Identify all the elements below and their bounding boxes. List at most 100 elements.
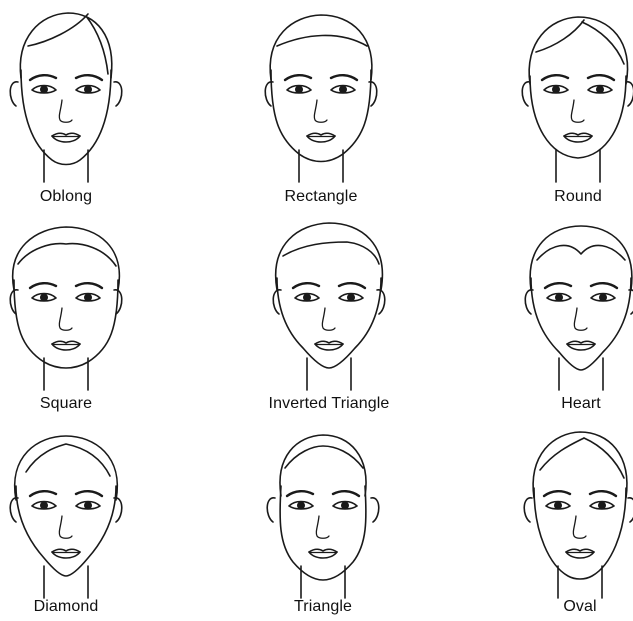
oblong-left-eye-pupil — [41, 86, 47, 92]
face-cell-diamond: Diamond — [0, 416, 166, 621]
rectangle-left-eye-pupil — [296, 86, 302, 92]
round-nose — [571, 100, 584, 122]
inverted-triangle-hairline — [276, 223, 383, 290]
oval-face-drawing — [524, 432, 633, 598]
face-cell-heart: Heart — [481, 208, 633, 413]
square-right-eyebrow — [76, 283, 102, 288]
diamond-left-eye-pupil — [41, 502, 47, 508]
square-left-eyebrow — [30, 283, 56, 288]
oval-nose — [573, 516, 586, 538]
heart-right-eyebrow — [591, 283, 617, 288]
round-upper-lip — [564, 133, 592, 136]
oval-right-eye-pupil — [599, 502, 605, 508]
rectangle-nose — [314, 100, 327, 122]
diamond-right-eyebrow — [76, 491, 102, 496]
face-label-round: Round — [478, 188, 633, 206]
oblong-nose — [59, 100, 72, 122]
rectangle-right-eye-pupil — [340, 86, 346, 92]
square-face-illustration — [0, 208, 166, 393]
square-upper-lip — [52, 341, 80, 344]
face-label-diamond: Diamond — [0, 598, 166, 616]
triangle-right-eye-pupil — [342, 502, 348, 508]
diamond-left-eyebrow — [30, 491, 56, 496]
square-nose — [59, 308, 72, 330]
square-face-drawing — [10, 227, 122, 390]
round-right-ear — [626, 82, 633, 106]
face-cell-rectangle: Rectangle — [221, 0, 421, 205]
inverted-triangle-right-eye-pupil — [348, 294, 354, 300]
oblong-right-eyebrow — [76, 75, 102, 80]
triangle-left-ear — [267, 498, 275, 522]
heart-right-eye-pupil — [600, 294, 606, 300]
diamond-nose — [59, 516, 72, 538]
triangle-upper-lip — [309, 549, 337, 552]
inverted-triangle-upper-lip — [315, 341, 343, 344]
oblong-left-ear — [10, 82, 18, 106]
oval-left-eye-pupil — [555, 502, 561, 508]
diamond-right-eye-pupil — [85, 502, 91, 508]
oblong-face-illustration — [0, 0, 166, 185]
heart-nose — [574, 308, 587, 330]
triangle-face-drawing — [267, 435, 379, 598]
triangle-right-ear — [371, 498, 379, 522]
face-label-rectangle: Rectangle — [221, 188, 421, 206]
round-left-eye-pupil — [553, 86, 559, 92]
oblong-right-ear — [114, 82, 122, 106]
inverted-triangle-face-illustration — [229, 208, 429, 393]
round-left-eyebrow — [542, 75, 568, 80]
face-cell-inverted-triangle: Inverted Triangle — [229, 208, 429, 413]
diamond-face-illustration — [0, 416, 166, 601]
square-hairline — [13, 227, 120, 290]
face-cell-round: Round — [478, 0, 633, 205]
round-face-drawing — [522, 17, 633, 182]
face-label-square: Square — [0, 395, 166, 413]
oval-right-ear — [628, 498, 633, 522]
oblong-right-eye-pupil — [85, 86, 91, 92]
triangle-face-illustration — [223, 416, 423, 601]
round-face-outline — [530, 76, 626, 158]
heart-left-eye-pupil — [556, 294, 562, 300]
inverted-triangle-nose — [322, 308, 335, 330]
oblong-face-drawing — [10, 13, 122, 182]
round-left-ear — [522, 82, 530, 106]
heart-face-illustration — [481, 208, 633, 393]
rectangle-hairline — [270, 15, 372, 80]
oblong-upper-lip — [52, 133, 80, 136]
heart-left-eyebrow — [545, 283, 571, 288]
rectangle-left-eyebrow — [285, 75, 311, 80]
oblong-face-outline — [21, 70, 111, 165]
oval-upper-lip — [566, 549, 594, 552]
face-cell-triangle: Triangle — [223, 416, 423, 621]
square-right-eye-pupil — [85, 294, 91, 300]
round-face-illustration — [478, 0, 633, 185]
heart-hairline — [530, 226, 632, 290]
oval-left-ear — [524, 498, 532, 522]
inverted-triangle-left-eye-pupil — [304, 294, 310, 300]
face-label-oval: Oval — [480, 598, 633, 616]
diamond-upper-lip — [52, 549, 80, 552]
rectangle-face-drawing — [265, 15, 377, 182]
triangle-hairline — [280, 435, 366, 496]
rectangle-face-illustration — [221, 0, 421, 185]
heart-face-drawing — [525, 226, 633, 390]
diamond-face-drawing — [10, 436, 122, 598]
oval-face-outline — [534, 488, 626, 579]
oval-hairline — [533, 432, 627, 498]
square-face-outline — [14, 280, 118, 368]
triangle-right-eyebrow — [333, 491, 359, 496]
rectangle-upper-lip — [307, 133, 335, 136]
triangle-left-eyebrow — [287, 491, 313, 496]
diamond-hairline — [15, 436, 118, 500]
oval-right-eyebrow — [590, 491, 616, 496]
diamond-face-outline — [16, 486, 116, 576]
triangle-nose — [316, 516, 329, 538]
inverted-triangle-face-outline — [277, 278, 381, 368]
round-hairline — [529, 17, 627, 84]
round-right-eyebrow — [588, 75, 614, 80]
heart-face-outline — [531, 278, 631, 370]
oval-face-illustration — [480, 416, 633, 601]
round-right-eye-pupil — [597, 86, 603, 92]
face-label-heart: Heart — [481, 395, 633, 413]
oval-left-eyebrow — [544, 491, 570, 496]
face-cell-oblong: Oblong — [0, 0, 166, 205]
